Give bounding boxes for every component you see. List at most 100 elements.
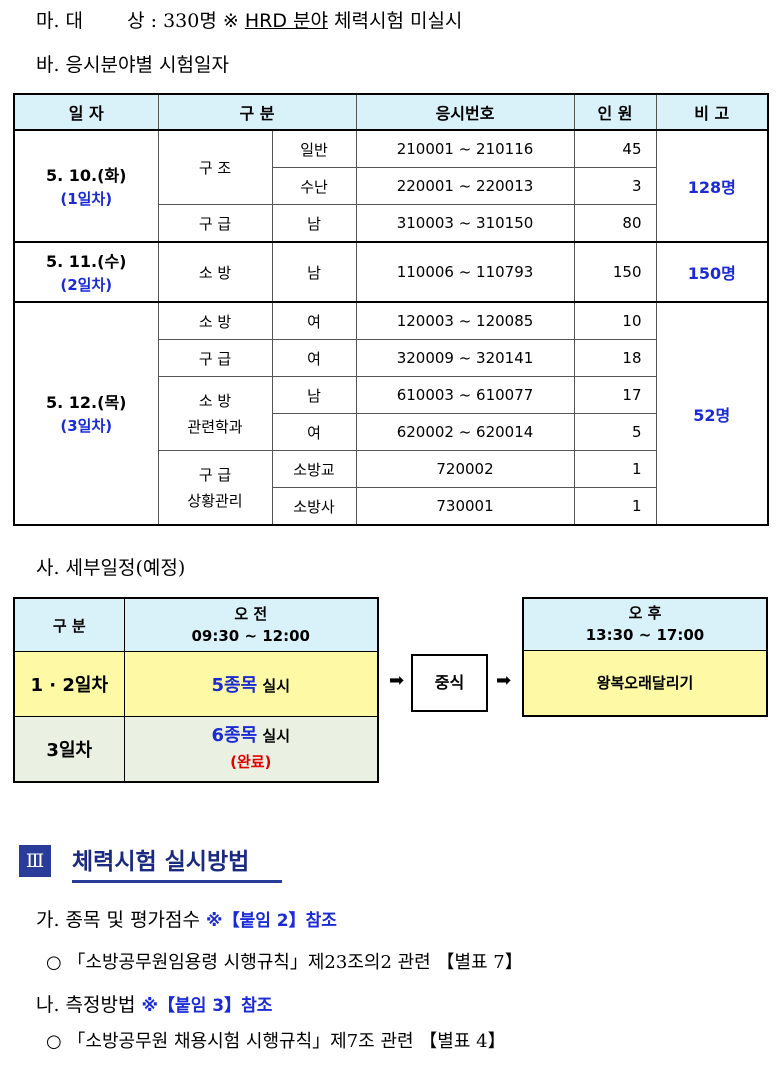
detail-row: 1 · 2일차 5종목 실시 [13, 651, 379, 717]
arrow-right-icon: ➡ [496, 670, 512, 691]
arrow-right-icon: ➡ [389, 670, 405, 691]
day-text: (1일차) [60, 189, 113, 208]
table-row: 구 급 여 320009 ~ 320141 18 [14, 339, 768, 377]
table-row: 소방사 730001 1 [14, 487, 768, 526]
range-cell: 120003 ~ 120085 [355, 301, 575, 340]
method-text: 나. 측정방법 [36, 994, 136, 1016]
table-row: 구 급 상황관리 소방교 720002 1 [14, 450, 768, 526]
sub-cell: 소방사 [271, 487, 357, 526]
range-cell: 310003 ~ 310150 [355, 204, 575, 243]
target-colon: : [150, 10, 158, 32]
day-text: (3일차) [60, 417, 113, 435]
lunch-box: 중식 [411, 654, 488, 712]
category-cell: 소 방 [157, 241, 273, 303]
detail-schedule-heading: 사. 세부일정(예정) [36, 557, 186, 579]
detail-col-header: 구 분 [13, 597, 125, 652]
sub-cell: 수난 [271, 167, 357, 205]
count-cell: 17 [573, 376, 657, 414]
day-text: (2일차) [60, 275, 113, 294]
target-line: 마. 대 상 : 330명 ※ HRD 분야 체력시험 미실시 [36, 6, 462, 33]
header-count: 인 원 [573, 93, 657, 131]
detail-row: 3일차 6종목 실시 (완료) [13, 716, 379, 783]
note-underlined: HRD 분야 [244, 10, 328, 32]
pm-time: 13:30 ~ 17:00 [585, 626, 705, 644]
row2-suffix: 실시 [262, 727, 290, 745]
count-cell: 3 [573, 167, 657, 205]
category-line2: 관련학과 [187, 417, 243, 436]
table-row: 5. 12.(목) (3일차) 소 방 여 120003 ~ 120085 10… [13, 301, 769, 526]
header-exam-number: 응시번호 [355, 93, 575, 131]
sub-cell: 소방교 [271, 450, 357, 488]
sub-cell: 남 [271, 376, 357, 414]
row1-label: 1 · 2일차 [13, 651, 125, 717]
date-text: 5. 11.(수) [46, 251, 127, 271]
row1-event: 5종목 [211, 675, 258, 696]
items-ref: ※【붙임 2】참조 [206, 911, 337, 931]
category-line1: 소 방 [198, 391, 232, 410]
am-label: 오 전 [234, 605, 268, 623]
category-line2: 상황관리 [187, 491, 243, 510]
detail-schedule-table: 구 분 오 전 09:30 ~ 12:00 1 · 2일차 5종목 실시 3일차… [13, 597, 379, 783]
note-rest: 체력시험 미실시 [334, 10, 463, 32]
target-prefix: 마. 대 [36, 10, 84, 32]
range-cell: 620002 ~ 620014 [355, 413, 575, 451]
section-title: 체력시험 실시방법 [72, 842, 282, 883]
table-row: 수난 220001 ~ 220013 3 [14, 167, 768, 205]
count-cell: 80 [573, 204, 657, 243]
range-cell: 320009 ~ 320141 [355, 339, 575, 377]
sub-cell: 남 [271, 204, 357, 243]
am-time: 09:30 ~ 12:00 [191, 627, 310, 645]
table-header-row: 일 자 구 분 응시번호 인 원 비 고 [13, 93, 769, 131]
pm-event: 왕복오래달리기 [524, 651, 766, 715]
row2-note: (완료) [230, 753, 272, 771]
table-row: 구 급 남 310003 ~ 310150 80 [14, 204, 768, 243]
sub-cell: 여 [271, 339, 357, 377]
range-cell: 730001 [355, 487, 575, 526]
items-line: 가. 종목 및 평가점수 ※【붙임 2】참조 [36, 905, 337, 932]
date-text: 5. 12.(목) [46, 393, 127, 412]
count-cell: 1 [573, 487, 657, 526]
date-text: 5. 10.(화) [46, 165, 127, 185]
range-cell: 610003 ~ 610077 [355, 376, 575, 414]
date-cell: 5. 11.(수) (2일차) [13, 241, 159, 303]
row2-content: 6종목 실시 (완료) [123, 716, 379, 783]
remark-cell: 52명 [655, 301, 769, 526]
table-row: 5. 11.(수) (2일차) 소 방 남 110006 ~ 110793 15… [13, 241, 769, 303]
count-cell: 45 [573, 129, 657, 168]
count-cell: 5 [573, 413, 657, 451]
category-cell: 소 방 관련학과 [157, 376, 273, 451]
count-cell: 18 [573, 339, 657, 377]
header-remark: 비 고 [655, 93, 769, 131]
pm-header: 오 후 13:30 ~ 17:00 [524, 599, 766, 651]
target-count: 330명 [163, 10, 217, 32]
range-cell: 220001 ~ 220013 [355, 167, 575, 205]
header-category: 구 분 [157, 93, 357, 131]
pm-label: 오 후 [628, 604, 662, 622]
sub-cell: 여 [271, 301, 357, 340]
table-row: 5. 10.(화) (1일차) 구 조 일반 210001 ~ 210116 4… [13, 129, 769, 243]
row2-event: 6종목 [211, 725, 258, 746]
items-text: 가. 종목 및 평가점수 [36, 909, 200, 931]
pm-box: 오 후 13:30 ~ 17:00 왕복오래달리기 [522, 597, 768, 717]
detail-header-row: 구 분 오 전 09:30 ~ 12:00 [13, 597, 379, 652]
row1-content: 5종목 실시 [123, 651, 379, 717]
category-cell: 구 조 [157, 129, 273, 205]
date-cell: 5. 10.(화) (1일차) [13, 129, 159, 243]
table-row: 소 방 관련학과 남 610003 ~ 610077 17 [14, 376, 768, 451]
range-cell: 110006 ~ 110793 [355, 241, 575, 303]
note-mark: ※ [222, 10, 239, 32]
row2-label: 3일차 [13, 716, 125, 783]
category-cell: 구 급 [157, 339, 273, 377]
sub-cell: 남 [271, 241, 357, 303]
method-line: 나. 측정방법 ※【붙임 3】참조 [36, 990, 272, 1017]
exam-date-heading: 바. 응시분야별 시험일자 [36, 54, 229, 76]
exam-schedule-table: 일 자 구 분 응시번호 인 원 비 고 5. 10.(화) (1일차) 구 조… [13, 93, 770, 526]
sub-cell: 여 [271, 413, 357, 451]
category-cell: 구 급 [157, 204, 273, 243]
range-cell: 720002 [355, 450, 575, 488]
remark-cell: 128명 [655, 129, 769, 243]
method-ref: ※【붙임 3】참조 [141, 996, 273, 1016]
method-sub: ○ 「소방공무원 채용시험 시행규칙」제7조 관련 【별표 4】 [46, 1031, 506, 1052]
category-cell: 구 급 상황관리 [157, 450, 273, 526]
section-numeral-icon: Ⅲ [19, 845, 51, 877]
